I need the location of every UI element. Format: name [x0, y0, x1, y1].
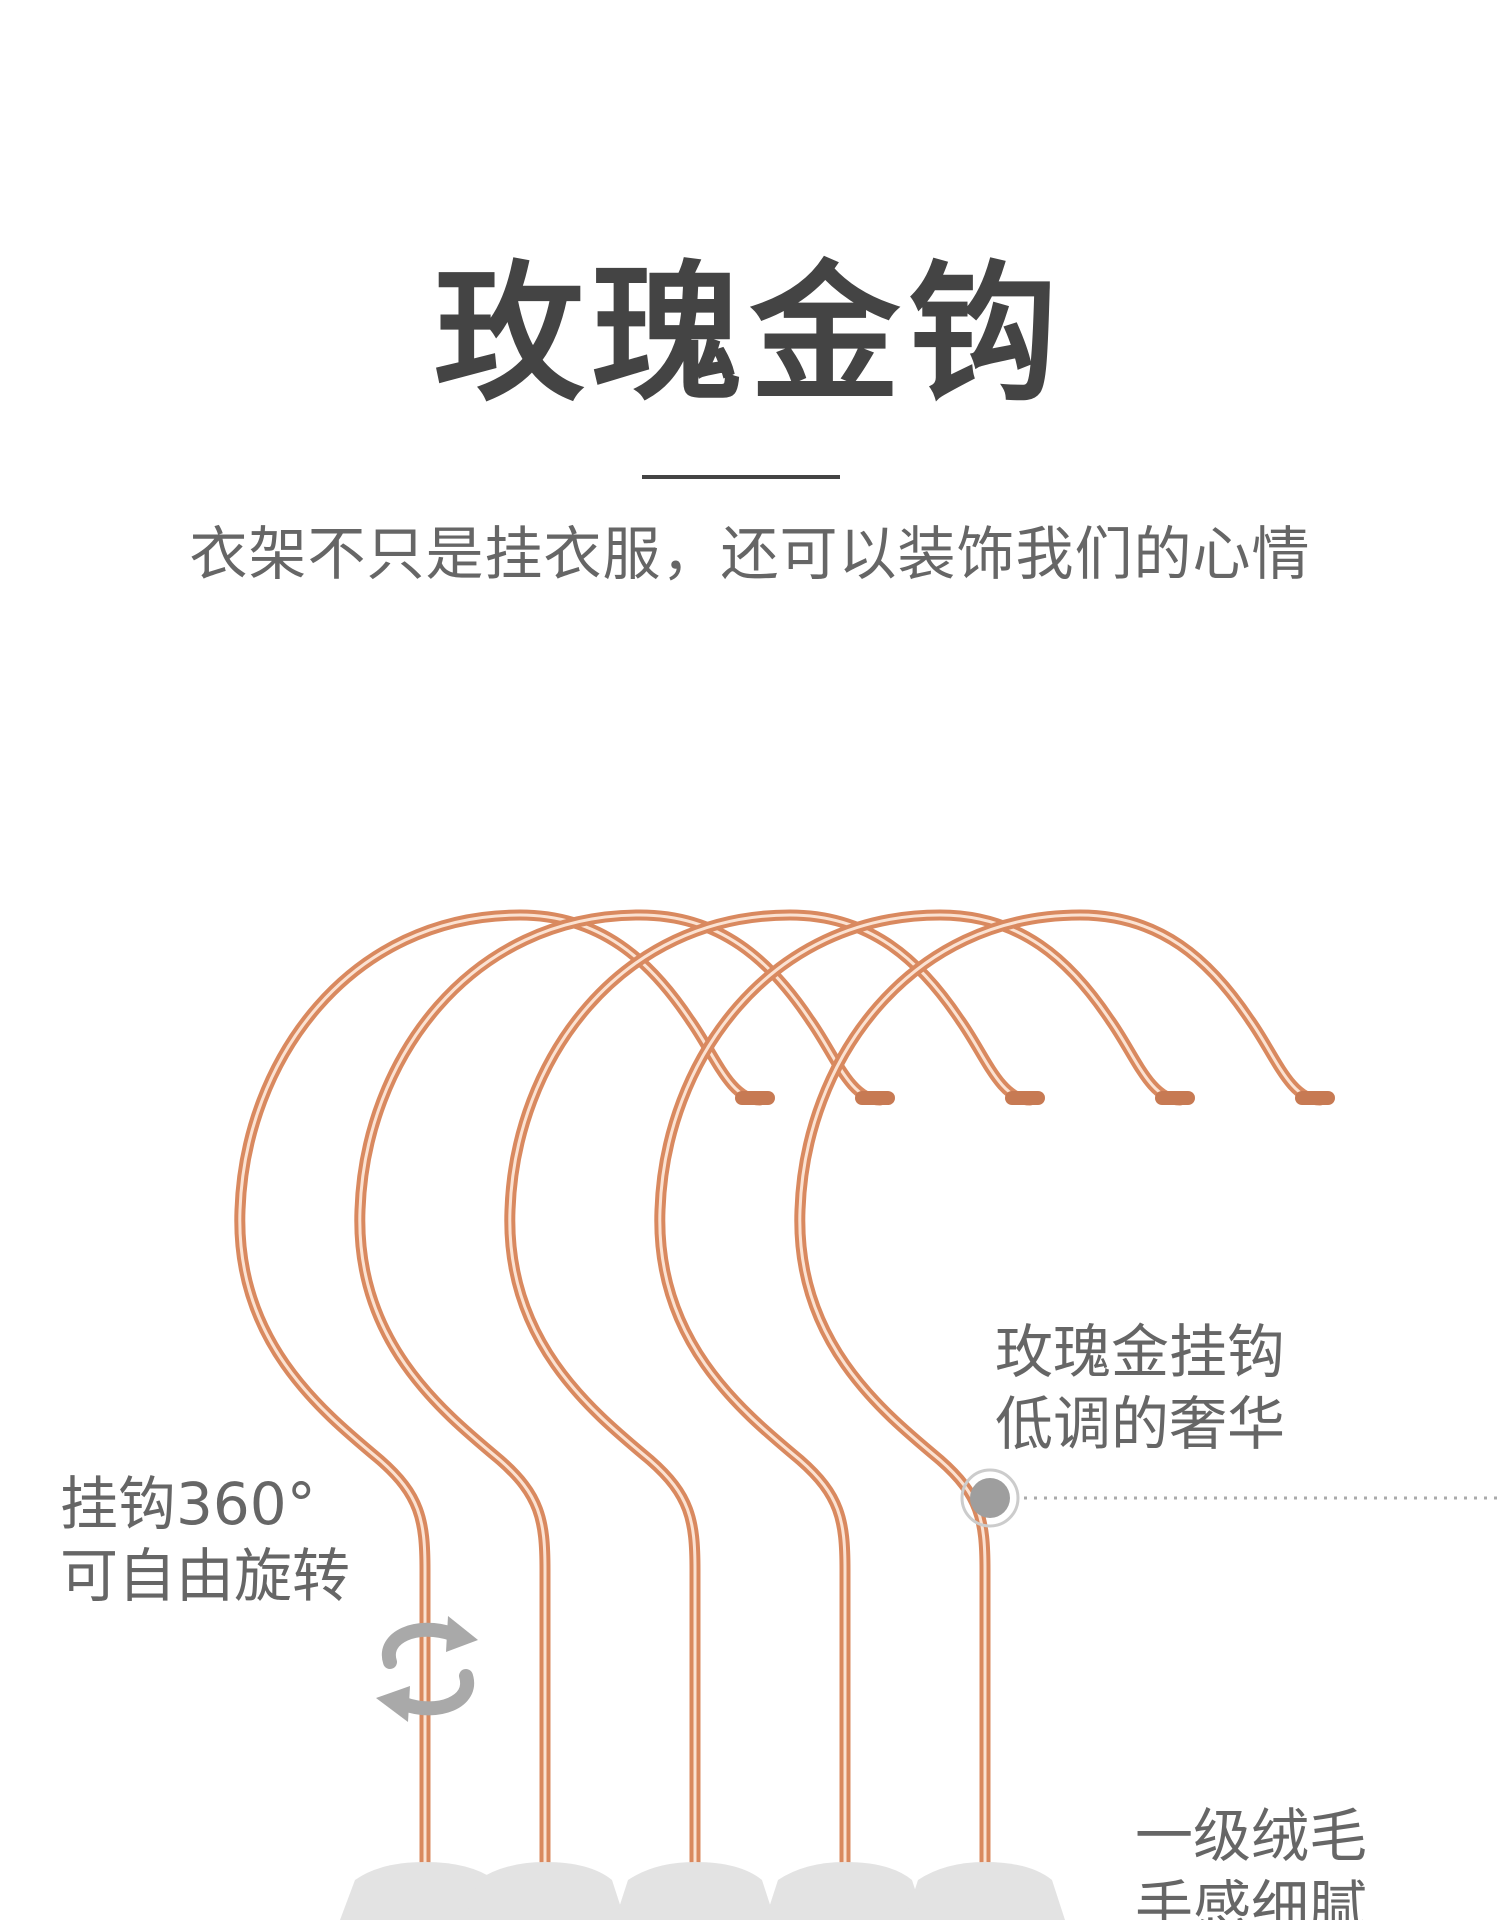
callout-flocking-line2: 手感细腻 [1135, 1874, 1368, 1920]
page-title: 玫瑰金钩 [433, 248, 1066, 422]
hook-5 [794, 909, 1335, 1881]
callout-rotation: 挂钩360° 可自由旋转 [60, 1468, 350, 1612]
rotate-arrows-icon [376, 1616, 478, 1722]
hook-4 [654, 909, 1195, 1881]
callout-material-line2: 低调的奢华 [995, 1390, 1286, 1458]
callout-flocking-line1: 一级绒毛 [1135, 1802, 1368, 1870]
callout-rotation-line2: 可自由旋转 [60, 1542, 351, 1610]
hanger-base-4 [765, 1862, 925, 1920]
callout-material-line1: 玫瑰金挂钩 [995, 1318, 1286, 1386]
callout-rotation-line1: 挂钩360° [60, 1470, 316, 1538]
title-divider [642, 475, 840, 479]
hook-1 [234, 909, 775, 1881]
hanger-base-5 [905, 1862, 1065, 1920]
hook-3 [504, 909, 1045, 1881]
hanger-bases [340, 1862, 1065, 1920]
callout-marker-icon [960, 1468, 1500, 1528]
callout-flocking: 一级绒毛 手感细腻 [1135, 1800, 1367, 1920]
page-subtitle: 衣架不只是挂衣服，还可以装饰我们的心情 [189, 520, 1311, 588]
hanger-base-3 [615, 1862, 775, 1920]
hanger-base-1 [340, 1862, 505, 1920]
hanger-base-2 [465, 1862, 625, 1920]
hook-2 [354, 909, 895, 1881]
callout-material: 玫瑰金挂钩 低调的奢华 [995, 1316, 1285, 1460]
